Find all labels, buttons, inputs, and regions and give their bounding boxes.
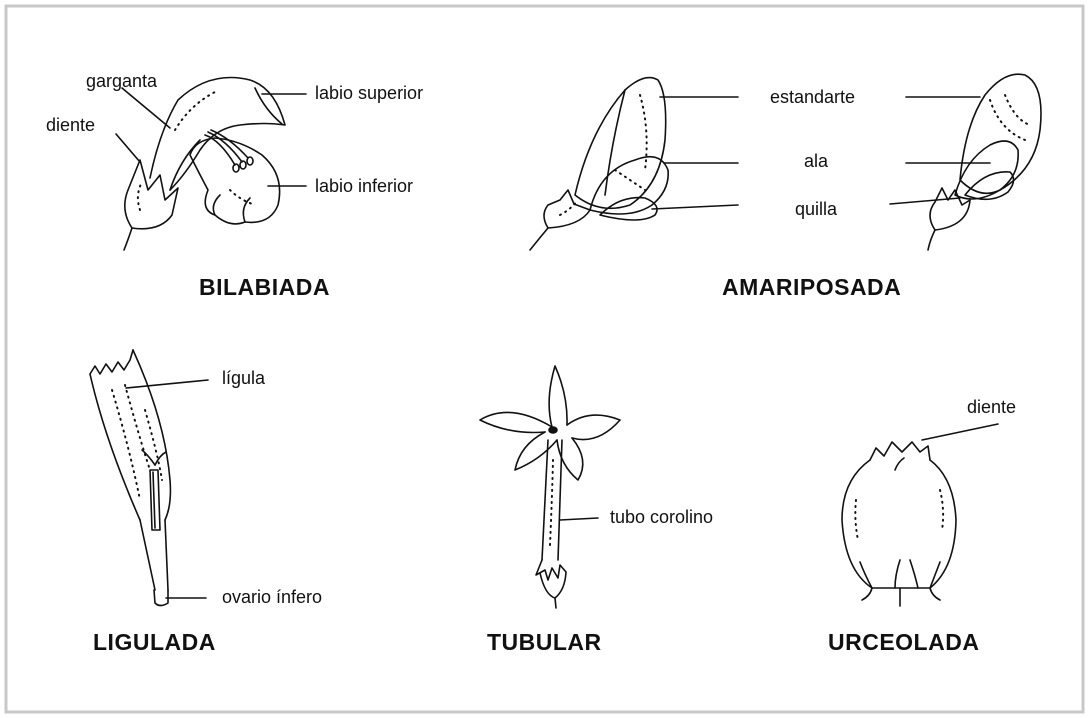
bilabiada-flower-drawing bbox=[124, 78, 285, 251]
label-diente-bilabiada: diente bbox=[46, 116, 95, 134]
leader-quilla-2 bbox=[890, 198, 960, 204]
label-ovario-infero: ovario ínfero bbox=[222, 588, 322, 606]
title-tubular: TUBULAR bbox=[487, 631, 602, 654]
label-tubo-corolino: tubo corolino bbox=[610, 508, 713, 526]
label-quilla: quilla bbox=[795, 200, 837, 218]
label-garganta: garganta bbox=[86, 72, 157, 90]
title-bilabiada: BILABIADA bbox=[199, 276, 330, 299]
leader-quilla-1 bbox=[652, 205, 738, 209]
amariposada-flower-drawing-right bbox=[928, 74, 1041, 250]
label-labio-superior: labio superior bbox=[315, 84, 423, 102]
urceolada-flower-drawing bbox=[842, 442, 956, 606]
label-ligula: lígula bbox=[222, 369, 265, 387]
leader-ligula bbox=[126, 380, 208, 388]
label-labio-inferior: labio inferior bbox=[315, 177, 413, 195]
label-diente-urceolada: diente bbox=[967, 398, 1016, 416]
leader-tubo bbox=[560, 518, 598, 520]
tubular-flower-drawing bbox=[480, 366, 620, 608]
title-ligulada: LIGULADA bbox=[93, 631, 216, 654]
label-ala: ala bbox=[804, 152, 828, 170]
label-estandarte: estandarte bbox=[770, 88, 855, 106]
leader-diente-1 bbox=[116, 134, 140, 162]
title-amariposada: AMARIPOSADA bbox=[722, 276, 901, 299]
frame-border bbox=[6, 6, 1083, 712]
amariposada-flower-drawing-left bbox=[530, 78, 668, 250]
leader-diente-2 bbox=[922, 424, 998, 440]
title-urceolada: URCEOLADA bbox=[828, 631, 979, 654]
leader-garganta bbox=[122, 88, 170, 128]
